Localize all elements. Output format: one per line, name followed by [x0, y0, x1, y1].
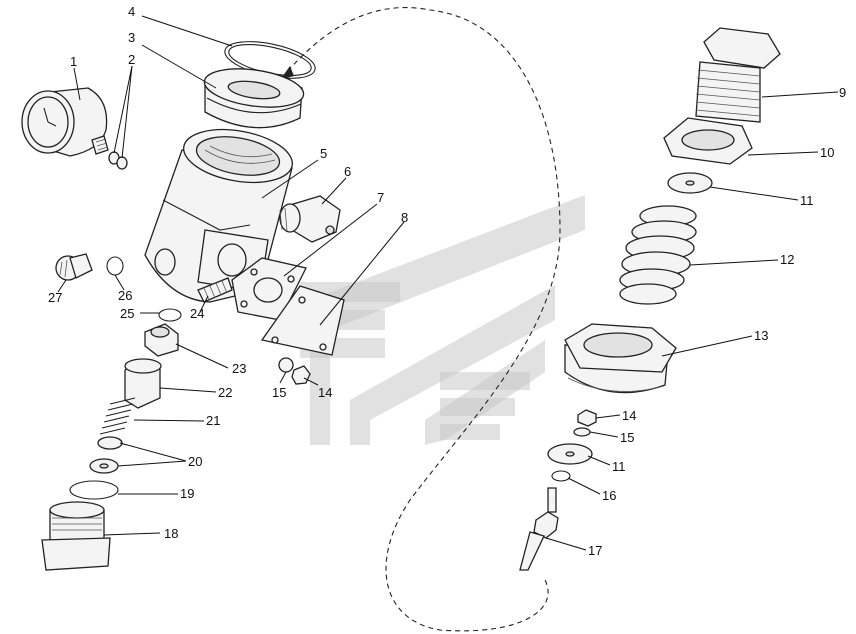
cover-plate: [260, 285, 345, 356]
label-18: 18: [164, 526, 178, 541]
label-22: 22: [218, 385, 232, 400]
label-12: 12: [780, 252, 794, 267]
upper-plug: [144, 323, 179, 357]
side-fitting: [279, 195, 341, 243]
main-spring: [619, 205, 697, 305]
label-15-left: 15: [272, 385, 286, 400]
washer-15-right: [573, 427, 591, 437]
o-ring-25: [158, 308, 182, 322]
valve-sleeve: [124, 358, 162, 409]
valve-spring: [99, 397, 136, 435]
label-27: 27: [48, 290, 62, 305]
lock-nut-10: [663, 117, 753, 165]
label-14-right: 14: [622, 408, 636, 423]
label-4: 4: [128, 4, 135, 19]
plug-fitting: [55, 253, 93, 281]
callout-labels: 1 2 3 4 5 6 7 8 9 10 11 12 13 14 15 14 1…: [48, 4, 846, 558]
label-10: 10: [820, 145, 834, 160]
nut-washer-left: [278, 357, 311, 385]
label-11-top: 11: [800, 193, 814, 208]
label-1: 1: [70, 54, 77, 69]
label-24: 24: [190, 306, 204, 321]
label-2: 2: [128, 52, 135, 67]
label-16: 16: [602, 488, 616, 503]
label-14-left: 14: [318, 385, 332, 400]
o-ring-small: [106, 256, 124, 276]
ring-16: [551, 470, 571, 482]
nut-14-right: [577, 409, 597, 427]
top-adjusting-plug: [695, 27, 781, 123]
label-21: 21: [206, 413, 220, 428]
dashed-assembly-path: [281, 7, 561, 632]
washer-20a: [97, 436, 123, 450]
valve-pin: [519, 487, 559, 571]
label-9: 9: [839, 85, 846, 100]
label-19: 19: [180, 486, 194, 501]
spring-housing-nut: [564, 323, 677, 394]
label-6: 6: [344, 164, 351, 179]
bottom-fitting: [41, 501, 111, 571]
leader-lines: [57, 15, 839, 551]
threaded-stud: [197, 277, 233, 303]
watermark-logo: [300, 195, 585, 445]
label-3: 3: [128, 30, 135, 45]
label-17: 17: [588, 543, 602, 558]
label-26: 26: [118, 288, 132, 303]
label-25: 25: [120, 306, 134, 321]
label-15-right: 15: [620, 430, 634, 445]
label-23: 23: [232, 361, 246, 376]
label-5: 5: [320, 146, 327, 161]
label-11-lower: 11: [612, 459, 626, 474]
pressure-gauge: [21, 87, 109, 157]
piston-cap: [203, 68, 305, 129]
label-13: 13: [754, 328, 768, 343]
label-20: 20: [188, 454, 202, 469]
label-8: 8: [401, 210, 408, 225]
label-7: 7: [377, 190, 384, 205]
o-ring-19: [69, 480, 119, 500]
small-washers: [108, 151, 128, 170]
